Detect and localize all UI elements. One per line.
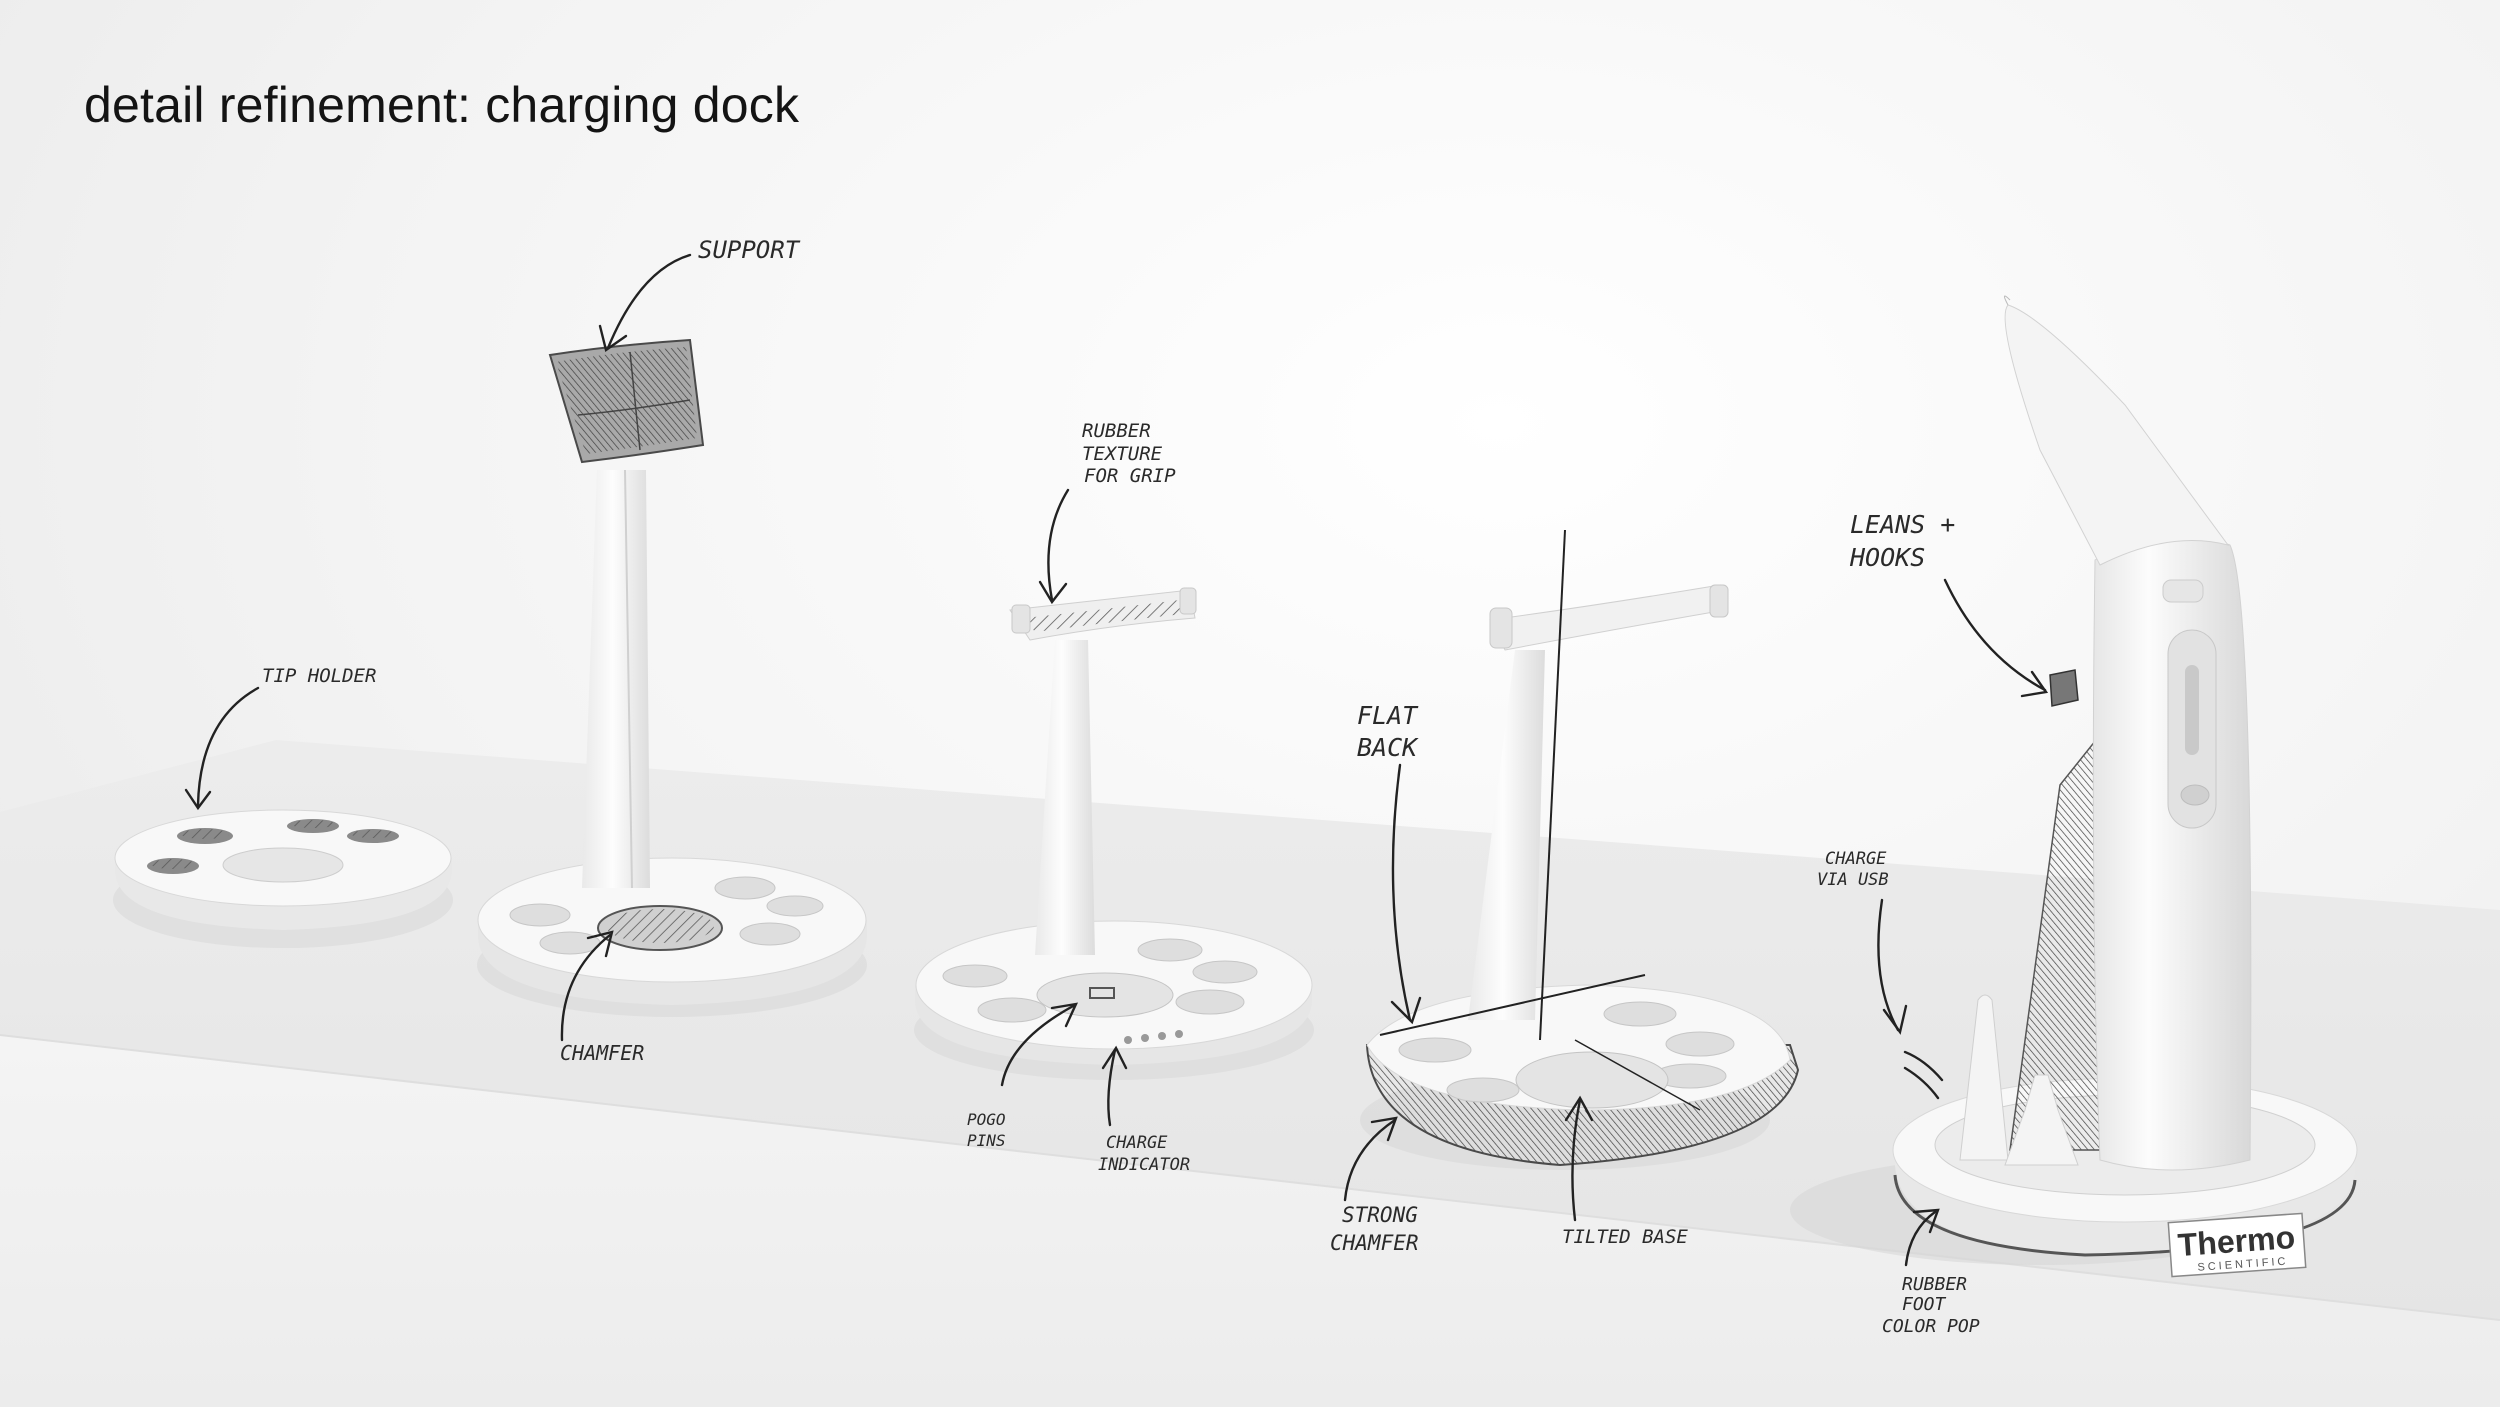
label-charge-usb-line2: VIA USB bbox=[1817, 870, 1889, 890]
label-rubber-foot-line2: FOOT bbox=[1902, 1294, 1947, 1315]
dock-final-with-handpiece bbox=[1790, 295, 2358, 1278]
label-leans-hooks-line1: LEANS + bbox=[1850, 510, 1955, 539]
logo-thermo: Thermo bbox=[2177, 1219, 2297, 1263]
label-flat-back-line1: FLAT bbox=[1357, 701, 1419, 730]
label-tip-holder: TIP HOLDER bbox=[262, 665, 376, 687]
label-chamfer-1: CHAMFER bbox=[560, 1041, 644, 1065]
label-rubber-foot-line1: RUBBER bbox=[1902, 1274, 1967, 1295]
page-title: detail refinement: charging dock bbox=[84, 77, 800, 133]
annotation-texts: TIP HOLDER SUPPORT CHAMFER RUBBER TEXTUR… bbox=[262, 236, 1980, 1337]
label-charge-indicator-line1: CHARGE bbox=[1106, 1133, 1168, 1153]
label-leans-hooks-line2: HOOKS bbox=[1849, 543, 1925, 572]
label-charge-usb-line1: CHARGE bbox=[1825, 849, 1887, 869]
label-pogo-pins-line1: POGO bbox=[967, 1110, 1006, 1129]
label-rubber-foot-line3: COLOR POP bbox=[1882, 1316, 1980, 1337]
annotation-arrows bbox=[184, 253, 2049, 1267]
label-rubber-texture-line3: FOR GRIP bbox=[1084, 465, 1176, 487]
label-rubber-texture-line2: TEXTURE bbox=[1082, 443, 1163, 465]
logo-plate bbox=[2167, 1212, 2307, 1278]
dock-tip-holder bbox=[113, 809, 453, 948]
label-support: SUPPORT bbox=[698, 236, 801, 264]
label-strong-chamfer-line2: CHAMFER bbox=[1330, 1231, 1419, 1255]
dock-tall-support bbox=[477, 338, 867, 1017]
label-strong-chamfer-line1: STRONG bbox=[1342, 1203, 1418, 1227]
label-rubber-texture-line1: RUBBER bbox=[1082, 420, 1151, 442]
label-pogo-pins-line2: PINS bbox=[967, 1131, 1006, 1150]
table-front bbox=[0, 1035, 2500, 1407]
label-charge-indicator-line2: INDICATOR bbox=[1098, 1155, 1190, 1175]
label-tilted-base: TILTED BASE bbox=[1562, 1226, 1688, 1248]
label-flat-back-line2: BACK bbox=[1357, 733, 1419, 762]
